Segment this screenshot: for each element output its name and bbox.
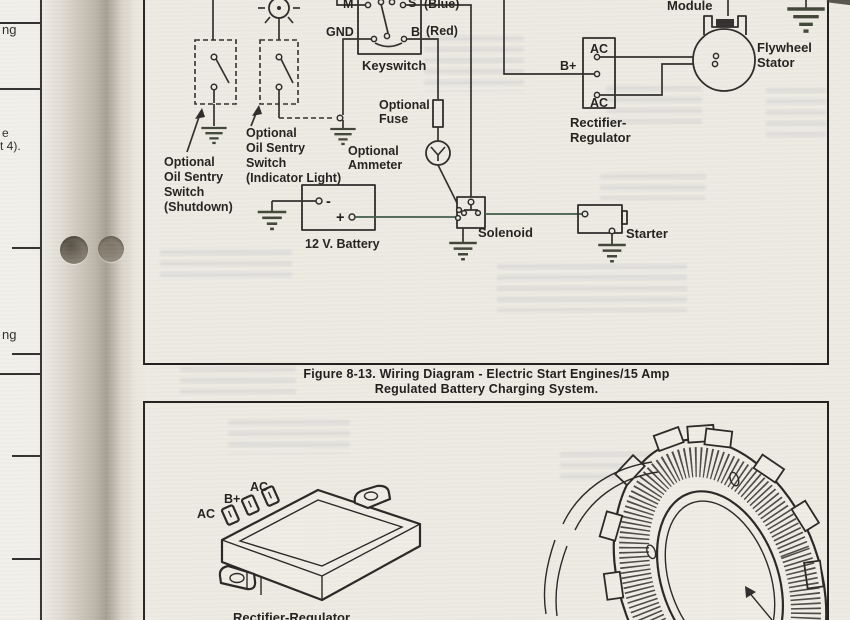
left-page-rule bbox=[0, 88, 40, 90]
left-page-text-fragment: ng bbox=[2, 22, 17, 37]
ghost-text bbox=[600, 174, 706, 200]
ghost-text bbox=[497, 264, 687, 312]
illustration-frame bbox=[143, 401, 829, 620]
left-page-table-border bbox=[40, 0, 42, 620]
left-page-rule bbox=[12, 353, 40, 355]
figure-caption: Figure 8-13. Wiring Diagram - Electric S… bbox=[143, 367, 830, 397]
scan-corner-artifact bbox=[826, 0, 850, 6]
left-page-rule bbox=[12, 455, 40, 457]
ghost-text bbox=[766, 88, 826, 140]
left-page-rule bbox=[12, 558, 40, 560]
binder-hole bbox=[60, 236, 88, 264]
left-page-text-fragment: t 4). bbox=[0, 139, 21, 153]
ghost-text bbox=[160, 250, 292, 282]
left-page-rule bbox=[0, 22, 40, 24]
figure-caption-line2: Regulated Battery Charging System. bbox=[374, 382, 599, 396]
wiring-diagram-frame bbox=[143, 0, 829, 365]
figure-caption-line1: Figure 8-13. Wiring Diagram - Electric S… bbox=[303, 367, 670, 381]
left-page-rule bbox=[12, 247, 40, 249]
ghost-text bbox=[228, 420, 350, 454]
left-page-text-fragment: e bbox=[2, 126, 9, 140]
left-page-text-fragment: ng bbox=[2, 327, 17, 342]
left-page-rule bbox=[0, 373, 40, 375]
ghost-text bbox=[180, 367, 296, 395]
binder-hole bbox=[98, 236, 124, 262]
left-page-edge: ng e t 4). ng bbox=[0, 0, 126, 620]
